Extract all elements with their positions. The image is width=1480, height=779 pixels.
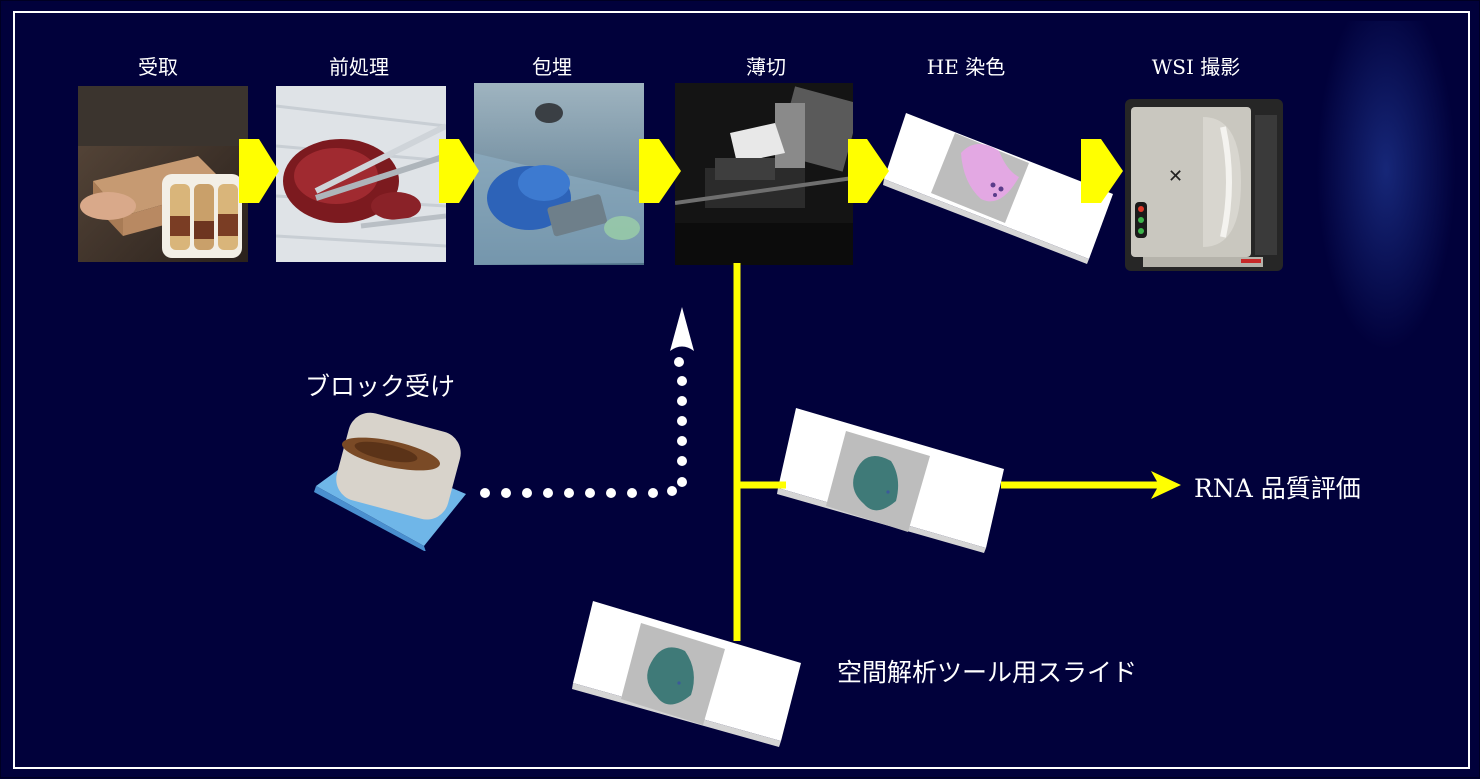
chevron-arrow-icon	[1081, 139, 1123, 203]
dotted-return-path	[480, 357, 687, 498]
arrow-up-icon	[670, 307, 694, 351]
chevron-arrow-icon	[239, 139, 279, 203]
step-label-he-staining: HE 染色	[926, 55, 1006, 79]
paraffin-block-photo	[306, 406, 476, 551]
svg-text:✕: ✕	[1168, 166, 1183, 187]
step-label-wsi-imaging: WSI 撮影	[1151, 55, 1241, 79]
embedding-photo	[474, 83, 644, 265]
package-receipt-photo	[78, 86, 248, 262]
slide-scanner: ✕	[1123, 97, 1285, 273]
rna-sample-slide	[776, 406, 1006, 556]
step-label-sectioning: 薄切	[746, 55, 786, 79]
he-tissue	[961, 143, 1019, 202]
microtome-photo	[675, 83, 853, 265]
block-receipt-label: ブロック受け	[305, 372, 456, 401]
chevron-arrow-icon	[848, 139, 889, 203]
arrow-right-icon	[1151, 471, 1181, 499]
step-label-pretreatment: 前処理	[329, 55, 389, 79]
step-label-receipt: 受取	[138, 55, 178, 79]
background-glow	[1316, 21, 1456, 351]
tissue-trimming-photo	[276, 86, 446, 262]
chevron-arrow-icon	[439, 139, 479, 203]
he-stained-slide	[881, 101, 1116, 266]
spatial-analysis-slide	[571, 599, 803, 749]
rna-evaluation-label: RNA 品質評価	[1194, 474, 1361, 503]
spatial-slide-label: 空間解析ツール用スライド	[837, 658, 1138, 687]
chevron-arrow-icon	[639, 139, 681, 203]
step-label-embedding: 包埋	[532, 55, 572, 79]
